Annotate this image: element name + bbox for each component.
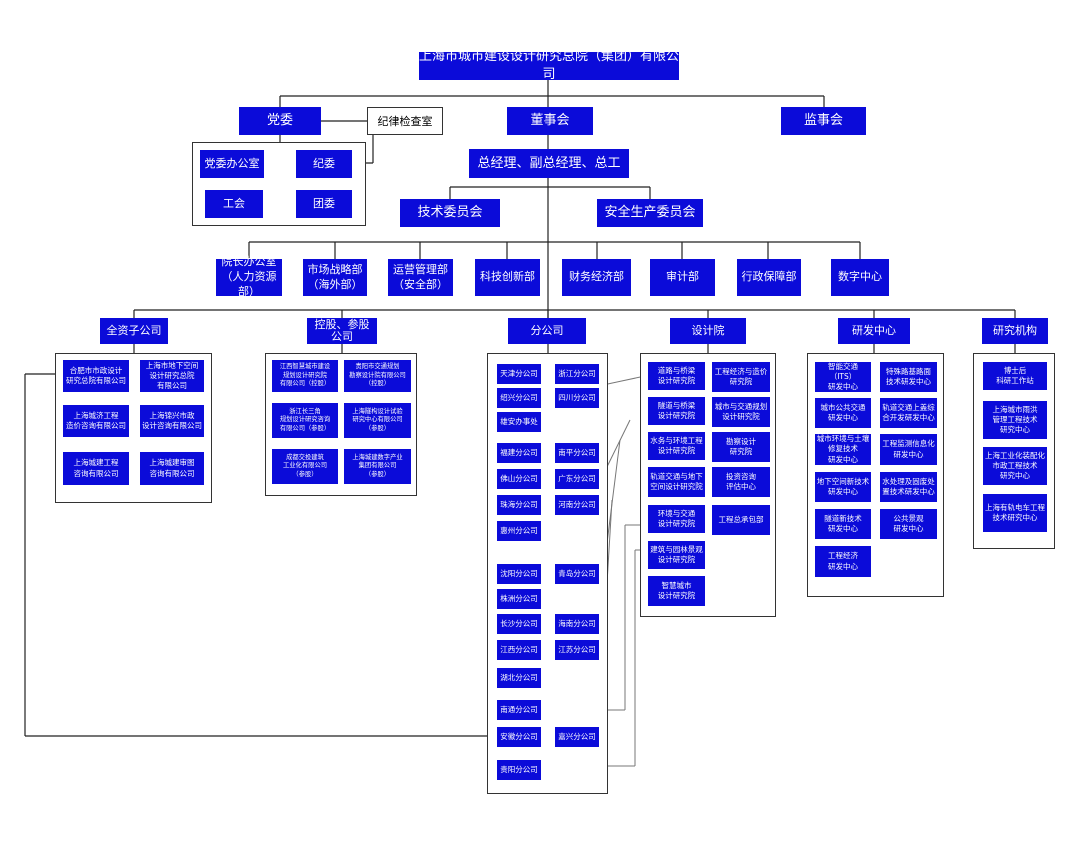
party-office: 党委办公室 — [200, 150, 264, 178]
branch-item: 福建分公司 — [497, 443, 541, 463]
branch-item: 绍兴分公司 — [497, 388, 541, 408]
research-item: 上海城市雨洪 管理工程技术 研究中心 — [983, 401, 1047, 439]
rnd-item: 工程经济 研发中心 — [815, 546, 871, 577]
rnd-item: 地下空间新技术 研发中心 — [815, 472, 871, 502]
design-item: 轨道交通与地下 空间设计研究院 — [648, 467, 705, 497]
branch-item: 江西分公司 — [497, 640, 541, 660]
dept-innovation: 科技创新部 — [475, 259, 540, 296]
holding-item: 贵阳市交通规划 勘察设计院有限公司 （控股） — [344, 360, 411, 392]
dept-market: 市场战略部 （海外部） — [303, 259, 367, 296]
dept-finance: 财务经济部 — [562, 259, 631, 296]
wholly-item: 上海市地下空间 设计研究总院 有限公司 — [140, 360, 204, 392]
party-discipline: 纪委 — [296, 150, 352, 178]
wholly-item: 上海城济工程 造价咨询有限公司 — [63, 405, 129, 437]
branch-item: 安徽分公司 — [497, 727, 541, 747]
rnd-item: 智能交通（ITS） 研发中心 — [815, 362, 871, 392]
tech-committee: 技术委员会 — [400, 199, 500, 227]
holding-item: 上海隧构设计试验 研究中心有限公司 （参股） — [344, 403, 411, 438]
branch-item: 南通分公司 — [497, 700, 541, 720]
branch-item: 天津分公司 — [497, 364, 541, 384]
rnd-item: 水处理及固废处 置技术研发中心 — [880, 472, 937, 502]
wholly-item: 上海城建审图 咨询有限公司 — [140, 452, 204, 485]
holding-item: 浙江长三角 规划设计研究咨询 有限公司（参股） — [272, 403, 338, 438]
design-item: 城市与交通规划 设计研究院 — [712, 397, 770, 427]
rnd-item: 城市公共交通 研发中心 — [815, 398, 871, 428]
branch-item: 长沙分公司 — [497, 614, 541, 634]
holding-item: 成都交投建筑 工业化有限公司 （参股） — [272, 449, 338, 484]
branch-item: 雄安办事处 — [497, 412, 541, 432]
branch-item: 珠海分公司 — [497, 495, 541, 515]
design-item: 环境与交通 设计研究院 — [648, 505, 705, 533]
branch-item: 河南分公司 — [555, 495, 599, 515]
design-item: 智慧城市 设计研究院 — [648, 576, 705, 606]
group-holding: 控股、参股 公司 — [307, 318, 377, 344]
holding-item: 上海城建数字产业 集团有限公司 （参股） — [344, 449, 411, 484]
supervisors: 监事会 — [781, 107, 866, 135]
general-manager: 总经理、副总经理、总工 — [469, 149, 629, 178]
group-research: 研究机构 — [982, 318, 1048, 344]
holding-item: 江西智慧城市建设 规划设计研究院 有限公司（控股） — [272, 360, 338, 392]
wholly-item: 上海锦兴市政 设计咨询有限公司 — [140, 405, 204, 437]
branch-item: 广东分公司 — [555, 469, 599, 489]
branch-item: 四川分公司 — [555, 388, 599, 408]
design-item: 隧道与桥梁 设计研究院 — [648, 397, 705, 425]
dept-audit: 审计部 — [650, 259, 715, 296]
company-title: 上海市城市建设设计研究总院（集团）有限公司 — [419, 49, 680, 82]
branch-item: 株洲分公司 — [497, 589, 541, 609]
design-item: 道路与桥梁 设计研究院 — [648, 362, 705, 390]
design-item: 建筑与园林景观 设计研究院 — [648, 541, 705, 569]
rnd-item: 轨道交通上盖综 合开发研发中心 — [880, 398, 937, 428]
research-item: 上海工业化装配化 市政工程技术 研究中心 — [983, 447, 1047, 485]
group-wholly: 全资子公司 — [100, 318, 168, 344]
board: 董事会 — [507, 107, 593, 135]
rnd-item: 公共景观 研发中心 — [880, 509, 937, 539]
branch-item: 嘉兴分公司 — [555, 727, 599, 747]
research-item: 博士后 科研工作站 — [983, 362, 1047, 390]
dept-operations: 运营管理部 （安全部） — [388, 259, 453, 296]
branch-item: 惠州分公司 — [497, 521, 541, 541]
group-design: 设计院 — [670, 318, 746, 344]
dept-president-office: 院长办公室 （人力资源部） — [216, 255, 282, 298]
branch-item: 南平分公司 — [555, 443, 599, 463]
youth-league: 团委 — [296, 190, 352, 218]
design-item: 水务与环境工程 设计研究院 — [648, 432, 705, 460]
branch-item: 海南分公司 — [555, 614, 599, 634]
wholly-item: 上海城建工程 咨询有限公司 — [63, 452, 129, 485]
branch-item: 青岛分公司 — [555, 564, 599, 584]
discipline-box: 纪律检查室 — [367, 107, 443, 135]
group-rnd: 研发中心 — [838, 318, 910, 344]
branch-item: 浙江分公司 — [555, 364, 599, 384]
branch-item: 江苏分公司 — [555, 640, 599, 660]
dept-digital: 数字中心 — [831, 259, 889, 296]
branch-item: 贵阳分公司 — [497, 760, 541, 780]
rnd-item: 隧道新技术 研发中心 — [815, 509, 871, 539]
dept-admin: 行政保障部 — [737, 259, 801, 296]
branch-item: 沈阳分公司 — [497, 564, 541, 584]
discipline-label: 纪律检查室 — [377, 115, 433, 128]
union: 工会 — [205, 190, 263, 218]
wholly-item: 合肥市市政设计 研究总院有限公司 — [63, 360, 129, 392]
design-item: 工程经济与造价 研究院 — [712, 362, 770, 392]
branch-item: 湖北分公司 — [497, 668, 541, 688]
design-item: 投资咨询 评估中心 — [712, 467, 770, 497]
group-branches: 分公司 — [508, 318, 586, 344]
branch-item: 佛山分公司 — [497, 469, 541, 489]
party-committee: 党委 — [239, 107, 321, 135]
design-item: 工程总承包部 — [712, 505, 770, 535]
design-item: 勘察设计 研究院 — [712, 432, 770, 462]
rnd-item: 城市环境与土壤 修复技术 研发中心 — [815, 434, 871, 465]
research-item: 上海有轨电车工程 技术研究中心 — [983, 494, 1047, 532]
safety-committee: 安全生产委员会 — [597, 199, 703, 227]
rnd-item: 特殊路基路面 技术研发中心 — [880, 362, 937, 392]
rnd-item: 工程监测信息化 研发中心 — [880, 434, 937, 465]
